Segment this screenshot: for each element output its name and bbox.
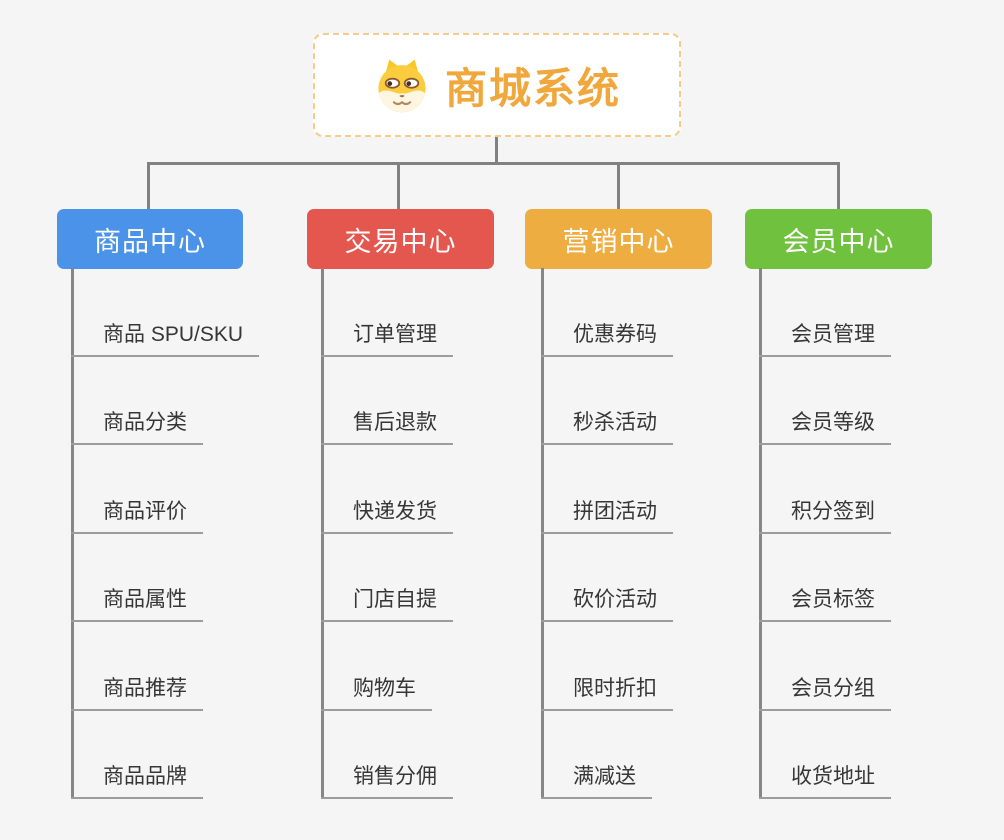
sub-node[interactable]: 商品推荐 xyxy=(71,674,203,711)
root-title: 商城系统 xyxy=(444,64,621,112)
child-row: 商品分类 xyxy=(71,357,316,445)
sub-node[interactable]: 会员分组 xyxy=(759,674,891,711)
child-row: 满减送 xyxy=(541,711,786,799)
sub-node[interactable]: 商品品牌 xyxy=(71,762,203,799)
branch-node-member-center[interactable]: 会员中心 xyxy=(745,209,932,269)
connector-drop-trade-center xyxy=(397,162,400,210)
child-row: 门店自提 xyxy=(321,534,566,622)
trunk-line-member-center xyxy=(759,268,762,799)
trunk-line-marketing-center xyxy=(541,268,544,799)
connector-root-stub xyxy=(495,137,498,164)
child-row: 会员标签 xyxy=(759,534,1004,622)
child-row: 销售分佣 xyxy=(321,711,566,799)
branch-node-marketing-center[interactable]: 营销中心 xyxy=(525,209,712,269)
sub-node[interactable]: 满减送 xyxy=(541,762,652,799)
sub-node[interactable]: 快递发货 xyxy=(321,497,453,534)
sub-node[interactable]: 拼团活动 xyxy=(541,497,673,534)
sub-node[interactable]: 砍价活动 xyxy=(541,585,673,622)
sub-node[interactable]: 限时折扣 xyxy=(541,674,673,711)
branch-node-product-center[interactable]: 商品中心 xyxy=(57,209,243,269)
child-row: 商品推荐 xyxy=(71,622,316,711)
child-row: 商品 SPU/SKU xyxy=(71,268,316,357)
sub-node[interactable]: 秒杀活动 xyxy=(541,408,673,445)
child-row: 订单管理 xyxy=(321,268,566,357)
shiba-dog-icon xyxy=(378,59,426,113)
sub-node[interactable]: 商品属性 xyxy=(71,585,203,622)
child-row: 会员等级 xyxy=(759,357,1004,445)
child-row: 快递发货 xyxy=(321,445,566,534)
child-row: 会员分组 xyxy=(759,622,1004,711)
connector-horizontal-bus xyxy=(147,162,840,165)
child-row: 秒杀活动 xyxy=(541,357,786,445)
child-list-member-center: 会员管理 会员等级 积分签到 会员标签 会员分组 收货地址 xyxy=(759,268,1004,799)
child-row: 优惠券码 xyxy=(541,268,786,357)
child-row: 售后退款 xyxy=(321,357,566,445)
sub-node[interactable]: 订单管理 xyxy=(321,320,453,357)
child-list-product-center: 商品 SPU/SKU 商品分类 商品评价 商品属性 商品推荐 商品品牌 xyxy=(71,268,316,799)
sub-node[interactable]: 商品分类 xyxy=(71,408,203,445)
sub-node[interactable]: 购物车 xyxy=(321,674,432,711)
child-row: 砍价活动 xyxy=(541,534,786,622)
child-row: 商品品牌 xyxy=(71,711,316,799)
sub-node[interactable]: 会员等级 xyxy=(759,408,891,445)
sub-node[interactable]: 销售分佣 xyxy=(321,762,453,799)
trunk-line-trade-center xyxy=(321,268,324,799)
sub-node[interactable]: 售后退款 xyxy=(321,408,453,445)
child-row: 积分签到 xyxy=(759,445,1004,534)
trunk-line-product-center xyxy=(71,268,74,799)
child-row: 会员管理 xyxy=(759,268,1004,357)
child-row: 购物车 xyxy=(321,622,566,711)
sub-node[interactable]: 商品评价 xyxy=(71,497,203,534)
sub-node[interactable]: 门店自提 xyxy=(321,585,453,622)
root-node[interactable]: 商城系统 xyxy=(313,33,681,137)
branch-node-trade-center[interactable]: 交易中心 xyxy=(307,209,494,269)
child-row: 限时折扣 xyxy=(541,622,786,711)
child-row: 商品属性 xyxy=(71,534,316,622)
connector-drop-product-center xyxy=(147,162,150,210)
child-row: 商品评价 xyxy=(71,445,316,534)
sub-node[interactable]: 优惠券码 xyxy=(541,320,673,357)
child-list-marketing-center: 优惠券码 秒杀活动 拼团活动 砍价活动 限时折扣 满减送 xyxy=(541,268,786,799)
child-row: 收货地址 xyxy=(759,711,1004,799)
connector-drop-marketing-center xyxy=(617,162,620,210)
child-list-trade-center: 订单管理 售后退款 快递发货 门店自提 购物车 销售分佣 xyxy=(321,268,566,799)
sub-node[interactable]: 积分签到 xyxy=(759,497,891,534)
sub-node[interactable]: 会员标签 xyxy=(759,585,891,622)
sub-node[interactable]: 会员管理 xyxy=(759,320,891,357)
sub-node[interactable]: 商品 SPU/SKU xyxy=(71,320,260,357)
child-row: 拼团活动 xyxy=(541,445,786,534)
sub-node[interactable]: 收货地址 xyxy=(759,762,891,799)
connector-drop-member-center xyxy=(837,162,840,210)
